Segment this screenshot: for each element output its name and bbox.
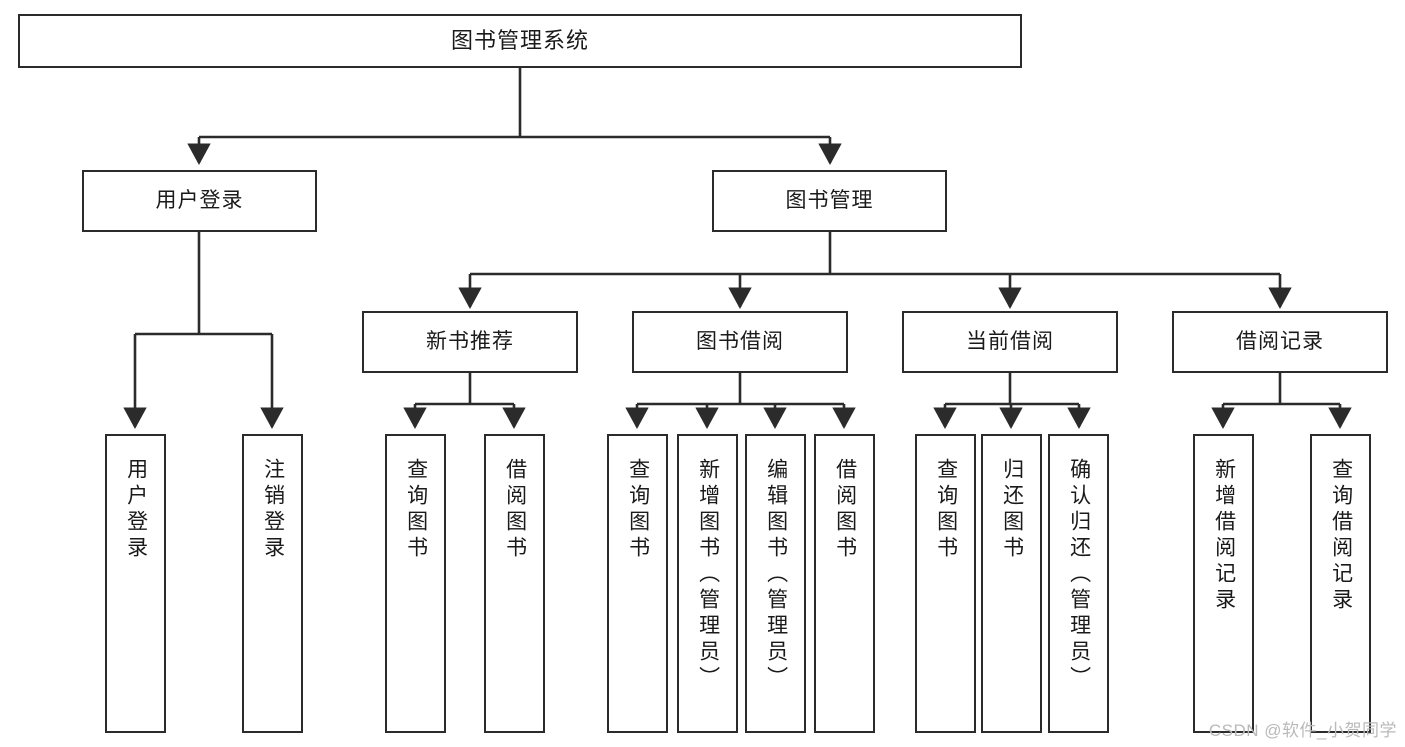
node-leaf-borrow-book-2[interactable]: 借阅图书 — [814, 434, 875, 733]
node-label: 图书借阅 — [696, 329, 784, 353]
node-label: 当前借阅 — [966, 329, 1054, 353]
node-label: 图书管理系统 — [450, 28, 589, 54]
node-leaf-query-record[interactable]: 查询借阅记录 — [1310, 434, 1371, 733]
node-label: 用户登录 — [155, 188, 244, 212]
node-leaf-user-login[interactable]: 用户登录 — [105, 434, 166, 733]
node-label: 查询图书 — [404, 458, 428, 562]
node-book-borrow[interactable]: 图书借阅 — [632, 311, 848, 373]
node-label: 归还图书 — [1000, 458, 1024, 562]
watermark-text: CSDN @软件_小贺同学 — [1208, 721, 1397, 740]
node-label: 借阅图书 — [833, 458, 857, 562]
node-label: 查询图书 — [626, 458, 650, 562]
node-label: 新书推荐 — [426, 329, 514, 353]
node-label: 借阅记录 — [1236, 329, 1324, 353]
node-leaf-logout-login[interactable]: 注销登录 — [242, 434, 303, 733]
node-label: 借阅图书 — [503, 458, 527, 562]
node-label: 查询图书 — [934, 458, 958, 562]
node-current-borrow[interactable]: 当前借阅 — [902, 311, 1118, 373]
node-borrow-record[interactable]: 借阅记录 — [1172, 311, 1388, 373]
node-leaf-add-book[interactable]: 新增图书（管理员） — [677, 434, 738, 733]
node-label: 确认归还（管理员） — [1067, 458, 1091, 692]
node-label: 编辑图书（管理员） — [764, 458, 788, 692]
node-user-login[interactable]: 用户登录 — [82, 170, 317, 232]
node-label: 新增图书（管理员） — [696, 458, 720, 692]
node-label: 注销登录 — [261, 458, 285, 562]
node-label: 图书管理 — [785, 188, 874, 212]
node-label: 用户登录 — [124, 458, 148, 562]
node-leaf-confirm-return[interactable]: 确认归还（管理员） — [1048, 434, 1109, 733]
node-leaf-return-book[interactable]: 归还图书 — [981, 434, 1042, 733]
node-label: 新增借阅记录 — [1212, 458, 1236, 614]
node-label: 查询借阅记录 — [1329, 458, 1353, 614]
node-leaf-query-book-2[interactable]: 查询图书 — [607, 434, 668, 733]
node-leaf-add-record[interactable]: 新增借阅记录 — [1193, 434, 1254, 733]
node-new-book-recommend[interactable]: 新书推荐 — [362, 311, 578, 373]
node-root-system[interactable]: 图书管理系统 — [18, 14, 1022, 68]
node-leaf-query-book-3[interactable]: 查询图书 — [915, 434, 976, 733]
node-book-manage[interactable]: 图书管理 — [712, 170, 947, 232]
node-leaf-query-book-1[interactable]: 查询图书 — [385, 434, 446, 733]
node-leaf-borrow-book-1[interactable]: 借阅图书 — [484, 434, 545, 733]
node-leaf-edit-book[interactable]: 编辑图书（管理员） — [745, 434, 806, 733]
